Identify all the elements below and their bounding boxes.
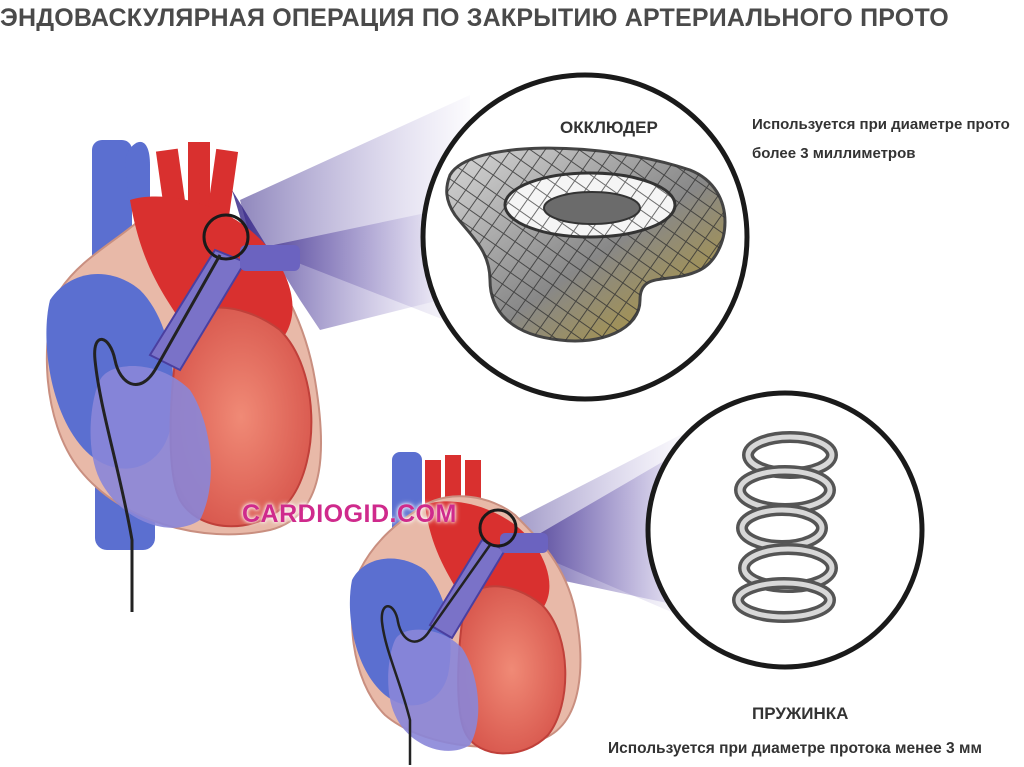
watermark-text: CARDIOGID.COM — [242, 500, 457, 528]
occluder-description: Используется при диаметре прото более 3 … — [752, 110, 1024, 168]
occluder-description-line2: более 3 миллиметров — [752, 145, 916, 162]
heart-illustration-small — [349, 452, 582, 765]
spring-coil-device — [732, 431, 838, 623]
page-title: ЭНДОВАСКУЛЯРНАЯ ОПЕРАЦИЯ ПО ЗАКРЫТИЮ АРТ… — [0, 4, 949, 32]
occluder-magnifier-circle — [420, 72, 750, 402]
heart-illustration-large — [45, 140, 323, 612]
occluder-device — [445, 146, 727, 343]
spring-label: ПРУЖИНКА — [752, 704, 849, 723]
occluder-description-line1: Используется при диаметре прото — [752, 116, 1010, 133]
spring-magnifier-circle — [645, 390, 925, 670]
occluder-label: ОККЛЮДЕР — [560, 118, 658, 137]
spring-description: Используется при диаметре протока менее … — [608, 740, 982, 757]
